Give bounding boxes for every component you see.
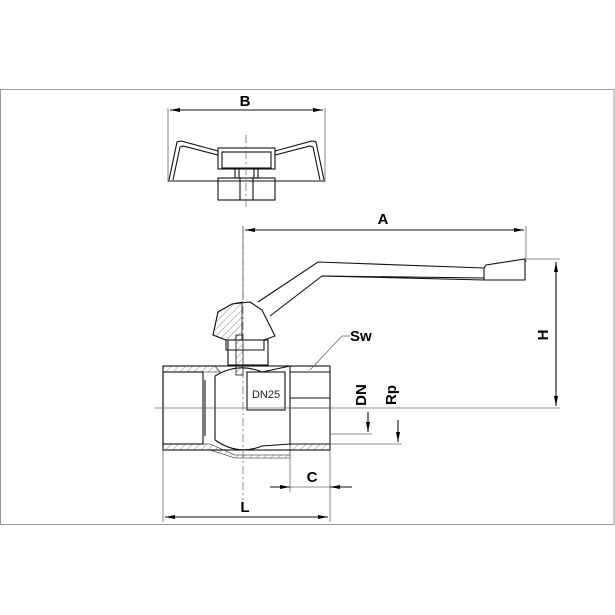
- valve-body-section: DN25: [162, 301, 331, 459]
- lever-handle: [257, 258, 526, 317]
- dimension-a-label: A: [378, 211, 389, 228]
- handle-top-view: [167, 108, 326, 210]
- rp-label: Rp: [383, 385, 400, 405]
- drawing-frame: [0, 89, 615, 525]
- dimension-h-label: H: [535, 330, 552, 341]
- sw-label: Sw: [350, 328, 372, 345]
- dimension-b-label: B: [240, 93, 251, 110]
- dimension-c-label: C: [307, 469, 318, 486]
- dn-label: DN: [353, 384, 370, 406]
- sw-leader: [309, 335, 343, 371]
- dimension-l-label: L: [240, 499, 249, 516]
- body-marking: DN25: [252, 389, 280, 401]
